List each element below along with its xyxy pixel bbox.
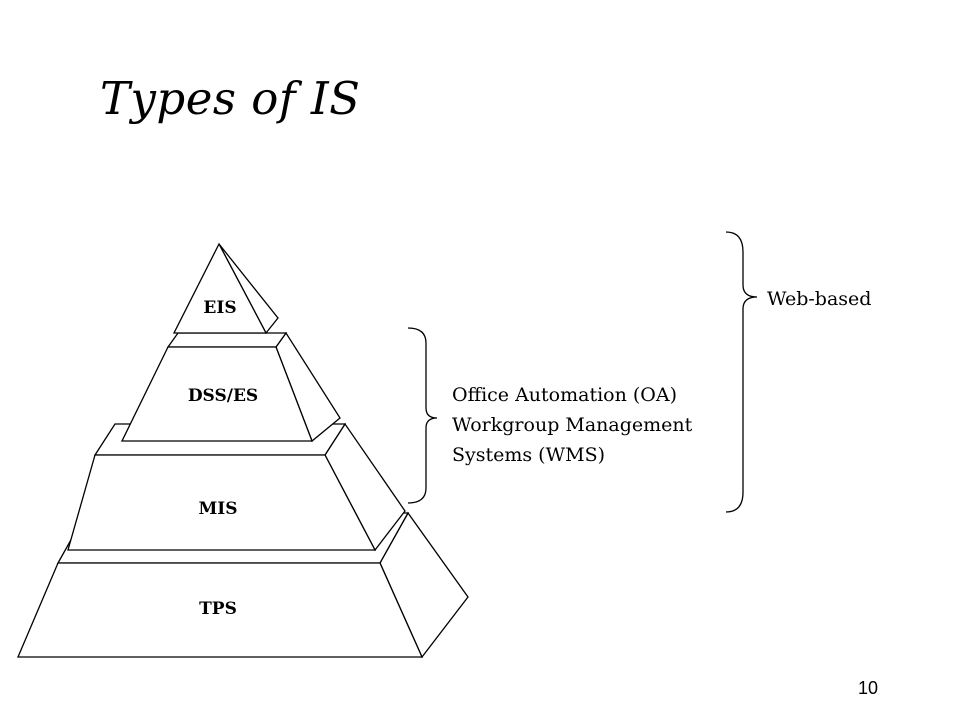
outer-bracket-label: Web-based [767, 288, 871, 310]
inner-bracket [407, 327, 438, 504]
tier-dss-es-front [120, 346, 313, 442]
tier-dss-es-top [166, 332, 288, 348]
inner-bracket-line-1: Office Automation (OA) [452, 384, 677, 406]
inner-bracket-text: Office Automation (OA) Workgroup Managem… [452, 384, 698, 466]
tier-mis-front [67, 454, 377, 551]
slide-title: Types of IS [100, 72, 361, 125]
tier-tps-label: TPS [199, 599, 237, 619]
tier-eis-label: EIS [203, 298, 236, 318]
tier-dss-es: DSS/ES [120, 331, 341, 443]
page-number: 10 [858, 678, 879, 698]
tier-mis: MIS [67, 422, 406, 552]
tier-dss-es-label: DSS/ES [188, 386, 258, 406]
outer-bracket [725, 231, 758, 513]
inner-bracket-line-2: Workgroup Management [452, 414, 693, 436]
tier-mis-label: MIS [198, 499, 237, 519]
tier-tps-front [17, 562, 424, 658]
tier-eis-front [172, 242, 268, 334]
tier-eis: EIS [172, 242, 279, 335]
inner-bracket-line-3: Systems (WMS) [452, 444, 605, 466]
